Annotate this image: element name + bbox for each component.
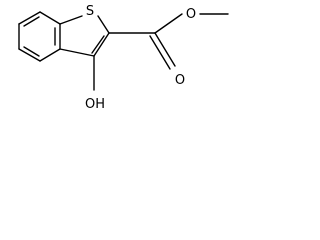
- hydroxyl-atom-label: OH: [85, 97, 105, 112]
- carbonyl-oxygen-atom-label: O: [175, 73, 185, 88]
- bond-c3a-c4: [39, 48, 61, 62]
- bond-carbonyl-c-ester-o: [154, 13, 183, 34]
- bond-c3-c3a: [59, 48, 95, 57]
- bond-carbonyl-c-o-double-b: [149, 35, 171, 70]
- sulfur-atom-label: S: [86, 4, 94, 19]
- molecule-diagram: S O O OH: [0, 0, 238, 124]
- bond-s1-c2: [97, 15, 110, 34]
- bond-carbonyl-c-o-double-a: [154, 32, 176, 67]
- double-bond-inner-c4-c5: [23, 46, 40, 57]
- bond-c7-c7a: [39, 11, 61, 25]
- bond-c7a-s1: [59, 15, 83, 25]
- double-bond-inner-c6-c7: [23, 16, 40, 27]
- thiophene-ring: [59, 15, 110, 57]
- benzene-ring: [18, 11, 61, 62]
- bond-c4-c5: [18, 48, 41, 62]
- bond-c2-c3: [93, 32, 110, 57]
- methyl-ester-group: [108, 13, 229, 70]
- structure-drawing: S O O OH: [18, 4, 229, 112]
- bond-c6-c7: [18, 11, 41, 25]
- double-bond-inner-c2-c3: [91, 35, 105, 54]
- ester-oxygen-atom-label: O: [186, 7, 196, 22]
